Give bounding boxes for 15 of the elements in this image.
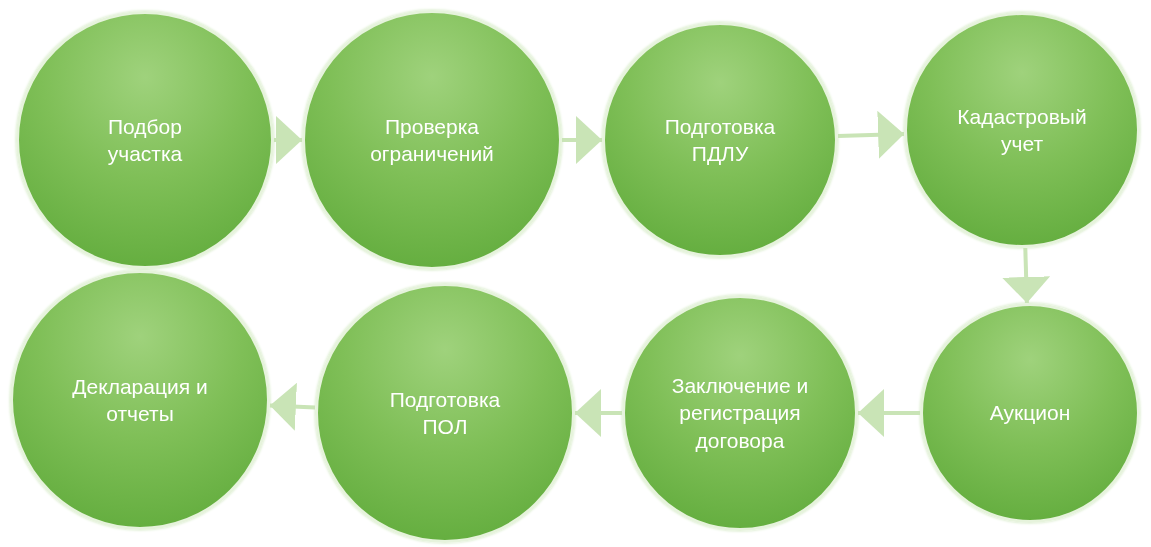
step-label: Подготовка ПДЛУ <box>663 113 777 167</box>
step-label: Проверка ограничений <box>369 113 495 167</box>
step-label: Аукцион <box>989 400 1071 427</box>
chevron-arrow <box>269 382 316 431</box>
chevron-arrow <box>562 116 602 164</box>
step-label: Подготовка ПОЛ <box>388 386 502 440</box>
step-label: Заключение и регистрация договора <box>670 373 810 454</box>
step-label: Подбор участка <box>106 113 184 167</box>
chevron-arrow <box>274 116 302 164</box>
chevron-arrow <box>575 389 622 437</box>
chevron-arrow <box>1002 247 1051 304</box>
step-label: Декларация и отчеты <box>71 373 209 427</box>
chevron-arrow <box>858 389 920 437</box>
chevron-arrow <box>837 110 905 159</box>
step-label: Кадастровый учет <box>956 103 1088 157</box>
